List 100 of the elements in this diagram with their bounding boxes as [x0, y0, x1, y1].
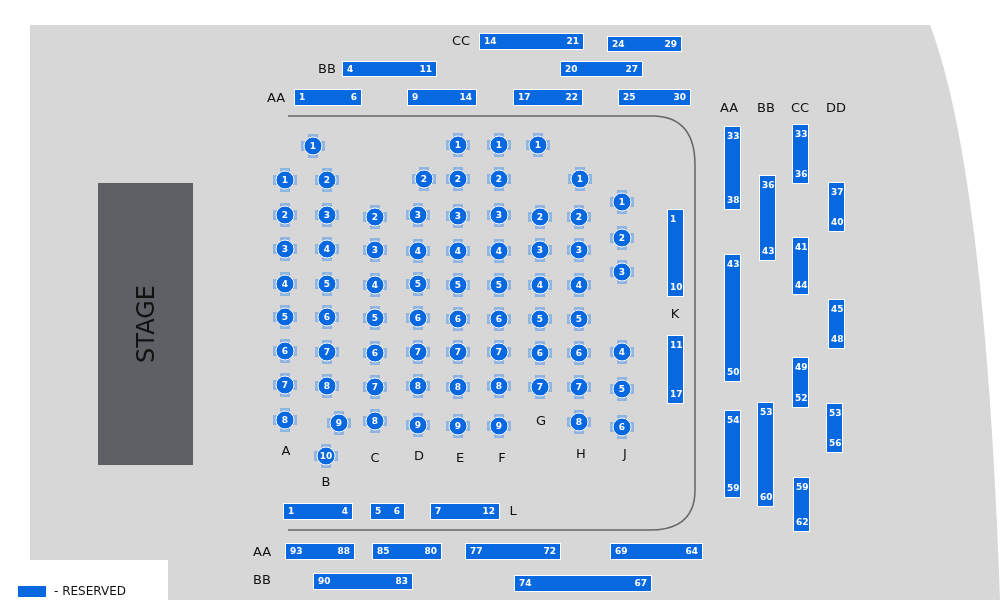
- round-table: 4: [484, 236, 514, 266]
- seat-number: 20: [565, 64, 578, 74]
- section-label: B: [321, 475, 331, 489]
- seat-block: [724, 126, 741, 210]
- round-table: 2: [270, 200, 300, 230]
- round-table: 3: [564, 235, 594, 265]
- round-table: 8: [360, 406, 390, 436]
- round-table: 6: [484, 304, 514, 334]
- seat-block: [479, 33, 584, 50]
- seat-block: [792, 124, 809, 184]
- round-table: 6: [360, 338, 390, 368]
- round-table: 5: [607, 374, 637, 404]
- seat-number: 43: [762, 246, 775, 256]
- round-table: 7: [312, 337, 342, 367]
- seat-number: 30: [673, 92, 686, 102]
- section-label: F: [498, 451, 506, 465]
- round-table: 5: [312, 269, 342, 299]
- seat-number: 64: [685, 546, 698, 556]
- round-table: 2: [409, 164, 439, 194]
- seat-block: [514, 575, 652, 592]
- seat-number: 27: [625, 64, 638, 74]
- seat-block: [607, 36, 682, 52]
- round-table: 1: [523, 130, 553, 160]
- seat-number: 74: [519, 578, 532, 588]
- seat-block: [610, 543, 703, 560]
- round-table: 6: [443, 304, 473, 334]
- row-label: BB: [253, 573, 271, 587]
- round-table: 1: [484, 130, 514, 160]
- seat-number: 14: [484, 36, 497, 46]
- round-table: 3: [607, 257, 637, 287]
- round-table: 2: [312, 165, 342, 195]
- round-table: 9: [443, 411, 473, 441]
- seat-number: 14: [459, 92, 472, 102]
- seat-number: 62: [796, 517, 809, 527]
- seat-number: 21: [566, 36, 579, 46]
- seat-number: 54: [727, 415, 740, 425]
- round-table: 3: [525, 235, 555, 265]
- seat-block: [465, 543, 561, 560]
- seat-number: 17: [670, 389, 683, 399]
- seat-number: 90: [318, 576, 331, 586]
- seat-number: 80: [424, 546, 437, 556]
- round-table: 6: [525, 338, 555, 368]
- row-label: AA: [266, 91, 286, 105]
- seat-number: 53: [829, 408, 842, 418]
- round-table: 3: [443, 201, 473, 231]
- round-table: 5: [564, 304, 594, 334]
- round-table: 6: [607, 412, 637, 442]
- row-label: AA: [719, 101, 739, 115]
- seat-number: 69: [615, 546, 628, 556]
- section-label: A: [281, 444, 291, 458]
- seat-block: [793, 477, 810, 532]
- seat-number: 45: [831, 304, 844, 314]
- round-table: 4: [564, 270, 594, 300]
- seat-number: 1: [299, 92, 306, 102]
- seat-block: [828, 182, 845, 232]
- round-table: 7: [484, 337, 514, 367]
- round-table: 3: [403, 200, 433, 230]
- seat-number: 6: [350, 92, 357, 102]
- seat-number: 6: [393, 506, 400, 516]
- seat-number: 5: [375, 506, 382, 516]
- seat-block: [724, 254, 741, 382]
- round-table: 6: [270, 336, 300, 366]
- seat-block: [618, 89, 691, 106]
- seat-number: 59: [727, 483, 740, 493]
- seat-number: 38: [727, 195, 740, 205]
- seat-number: 1: [670, 214, 677, 224]
- round-table: 6: [564, 338, 594, 368]
- seat-block: [560, 61, 643, 77]
- round-table: 3: [312, 200, 342, 230]
- section-label: C: [370, 451, 380, 465]
- seat-number: 11: [419, 64, 432, 74]
- seat-number: 33: [795, 129, 808, 139]
- round-table: 5: [270, 302, 300, 332]
- seat-number: 88: [337, 546, 350, 556]
- round-table: 8: [270, 405, 300, 435]
- round-table: 8: [403, 371, 433, 401]
- seat-block: [667, 209, 684, 297]
- round-table: 4: [270, 269, 300, 299]
- seat-number: 53: [760, 407, 773, 417]
- round-table: 9: [484, 411, 514, 441]
- round-table: 5: [360, 303, 390, 333]
- round-table: 4: [403, 236, 433, 266]
- round-table: 2: [525, 202, 555, 232]
- seat-number: 43: [727, 259, 740, 269]
- seat-number: 17: [518, 92, 531, 102]
- round-table: 4: [525, 270, 555, 300]
- row-label: K: [670, 307, 680, 321]
- seat-number: 83: [395, 576, 408, 586]
- round-table: 7: [443, 337, 473, 367]
- round-table: 5: [443, 270, 473, 300]
- seat-block: [285, 543, 355, 560]
- round-table: 9: [403, 410, 433, 440]
- round-table: 6: [403, 303, 433, 333]
- round-table: 3: [360, 235, 390, 265]
- seat-number: 72: [543, 546, 556, 556]
- seat-number: 93: [290, 546, 303, 556]
- round-table: 1: [298, 131, 328, 161]
- row-label: BB: [318, 62, 336, 76]
- seat-number: 56: [829, 438, 842, 448]
- seat-block: [792, 237, 809, 295]
